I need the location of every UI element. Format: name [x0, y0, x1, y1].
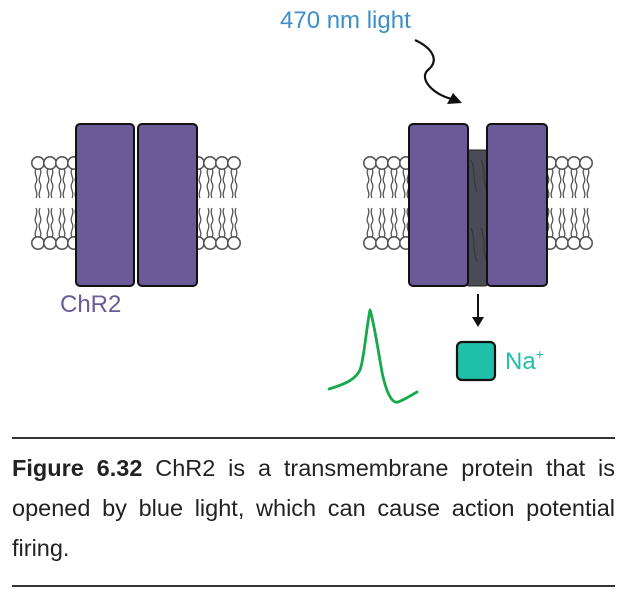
figure-label: Figure 6.32: [12, 455, 143, 481]
ion-flow-arrow-icon: [472, 294, 484, 327]
chr2-subunit-left-a: [75, 123, 135, 287]
figure-caption: Figure 6.32 ChR2 is a transmembrane prot…: [12, 448, 615, 568]
channel-pore: [465, 149, 489, 287]
sodium-ion-icon: [455, 340, 497, 382]
caption-rule-bottom: [12, 585, 615, 587]
action-potential-spike-icon: [327, 308, 419, 404]
chr2-subunit-right-b: [486, 123, 548, 287]
membrane-right-outer: [364, 157, 412, 249]
channel-label: ChR2: [60, 291, 121, 318]
caption-text: ChR2 is a transmembrane protein that is …: [12, 455, 615, 561]
chr2-subunit-right-a: [408, 123, 469, 287]
light-label: 470 nm light: [280, 7, 411, 34]
membrane-left-outer: [32, 157, 80, 249]
caption-rule-top: [12, 437, 615, 439]
membrane-left-inner: [192, 157, 240, 249]
membrane-right-inner: [544, 157, 592, 249]
light-arrow-icon: [414, 39, 462, 104]
ion-label: Na+: [505, 346, 544, 375]
ion-label-main: Na: [505, 348, 536, 375]
ion-label-sup: +: [536, 346, 544, 362]
chr2-diagram: ChR2 470 nm light Na+: [0, 7, 622, 404]
chr2-subunit-left-b: [137, 123, 198, 287]
